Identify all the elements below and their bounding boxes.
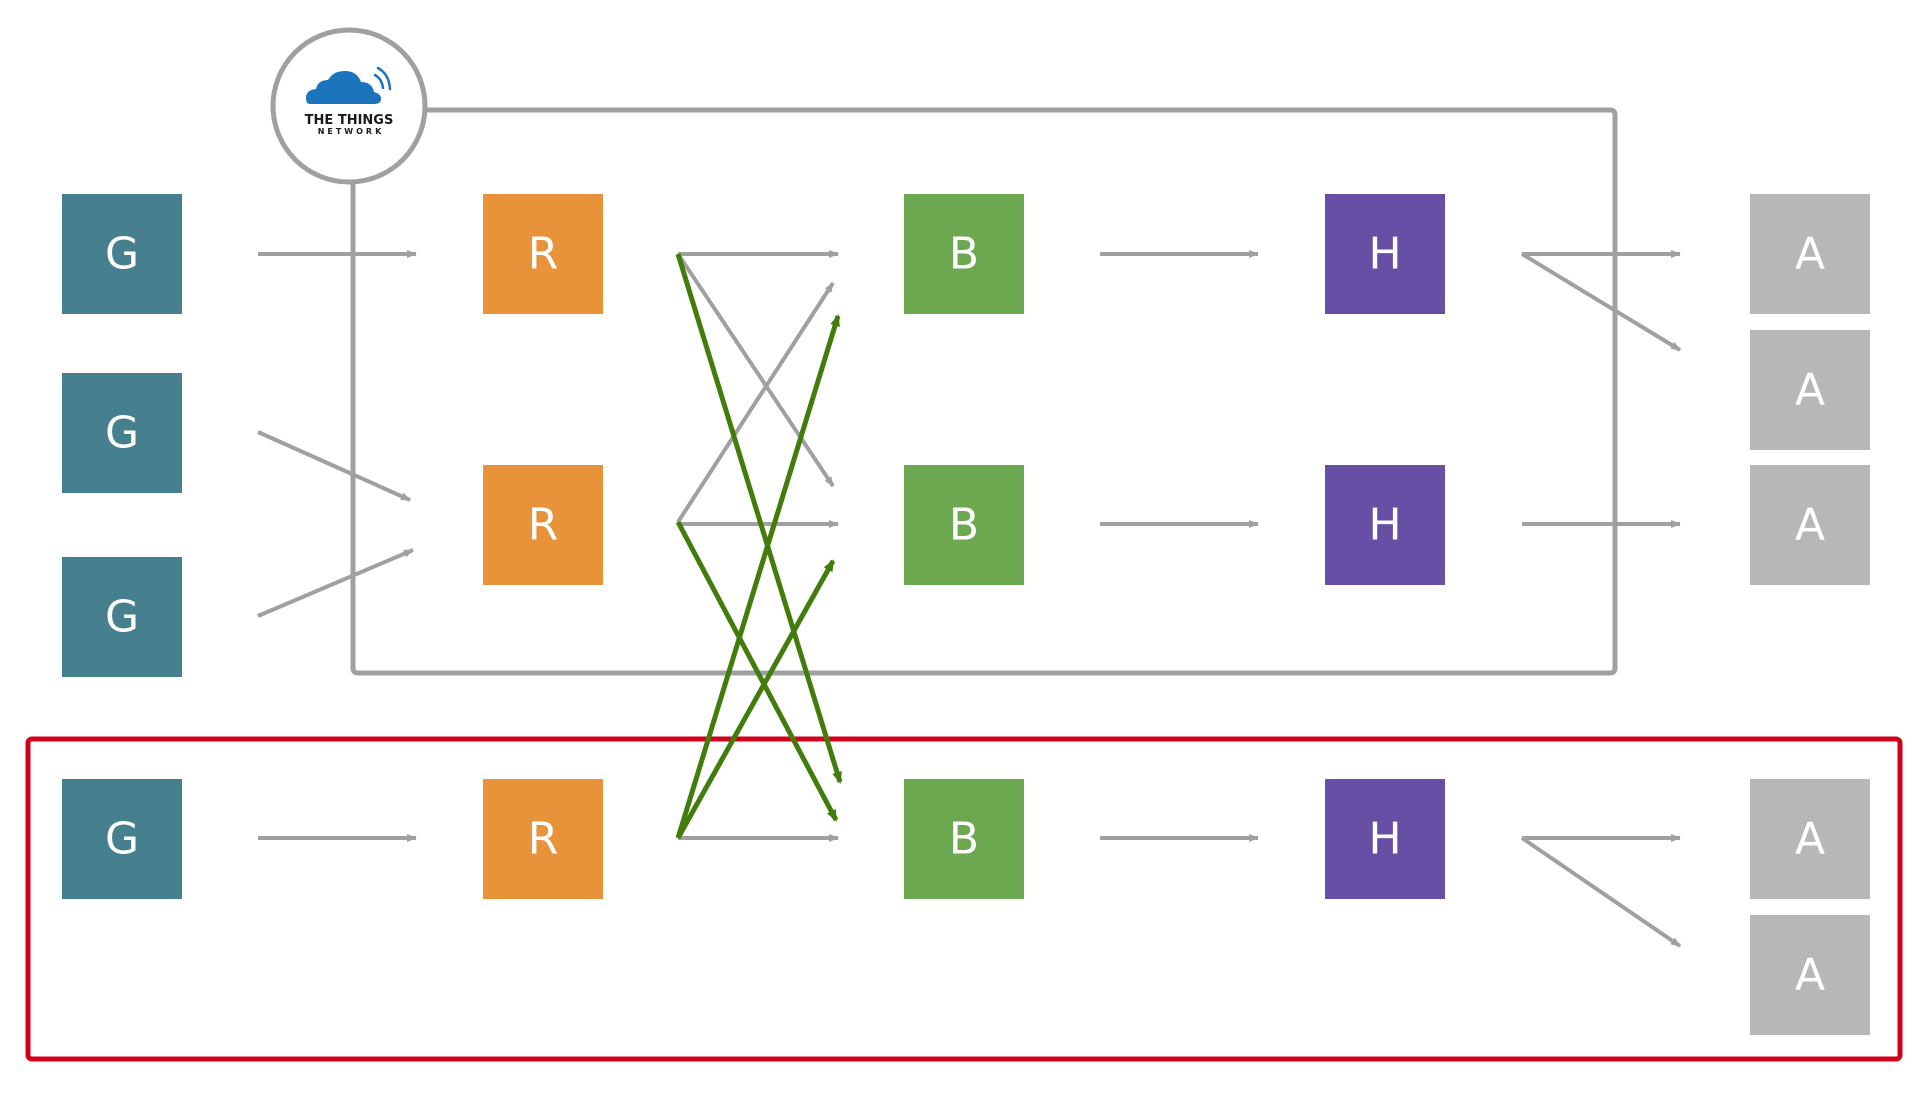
gateway-node: G [62,373,182,493]
router-node: R [483,779,603,899]
application-node: A [1750,915,1870,1035]
arrow-router-2-to-broker-1 [676,281,835,524]
broker-node: B [904,779,1024,899]
application-node: A [1750,194,1870,314]
broker-label: B [949,229,979,280]
application-label: A [1795,365,1825,416]
broker-node: B [904,194,1024,314]
logo-name-line1: THE THINGS [305,113,394,128]
private-network-outline [25,736,1903,1062]
gateway-label: G [105,229,139,280]
application-label: A [1795,500,1825,551]
the-things-network-logo: THE THINGS NETWORK [270,27,428,185]
gateway-node: G [62,194,182,314]
arrow-gateway-3-to-router-2 [257,548,414,618]
gateway-node: G [62,557,182,677]
router-label: R [528,814,559,865]
arrow-gateway-2-to-router-2 [257,430,411,502]
broker-label: B [949,814,979,865]
green-arrow-router-2-to-broker-3 [675,520,839,822]
gateway-label: G [105,814,139,865]
handler-node: H [1325,465,1445,585]
handler-node: H [1325,779,1445,899]
green-arrow-router-3-to-broker-1 [675,314,841,839]
application-node: A [1750,779,1870,899]
application-label: A [1795,229,1825,280]
router-label: R [528,500,559,551]
green-arrow-router-3-to-broker-2 [675,559,836,840]
green-arrow-router-1-to-broker-3 [675,253,843,784]
gateway-label: G [105,408,139,459]
arrow-router-1-to-broker-2 [676,252,835,488]
handler-label: H [1368,229,1401,280]
application-label: A [1795,950,1825,1001]
gateway-label: G [105,592,139,643]
public-network-outline [350,107,1618,676]
router-node: R [483,194,603,314]
arrow-handler-1-to-application-2 [1520,252,1682,352]
broker-label: B [949,500,979,551]
handler-label: H [1368,814,1401,865]
arrow-handler-3-to-application-5 [1520,836,1682,948]
handler-label: H [1368,500,1401,551]
logo-name-line2: NETWORK [318,127,385,136]
application-node: A [1750,330,1870,450]
cloud-wifi-icon [306,66,392,104]
application-node: A [1750,465,1870,585]
gateway-node: G [62,779,182,899]
handler-node: H [1325,194,1445,314]
router-label: R [528,229,559,280]
router-node: R [483,465,603,585]
application-label: A [1795,814,1825,865]
broker-node: B [904,465,1024,585]
